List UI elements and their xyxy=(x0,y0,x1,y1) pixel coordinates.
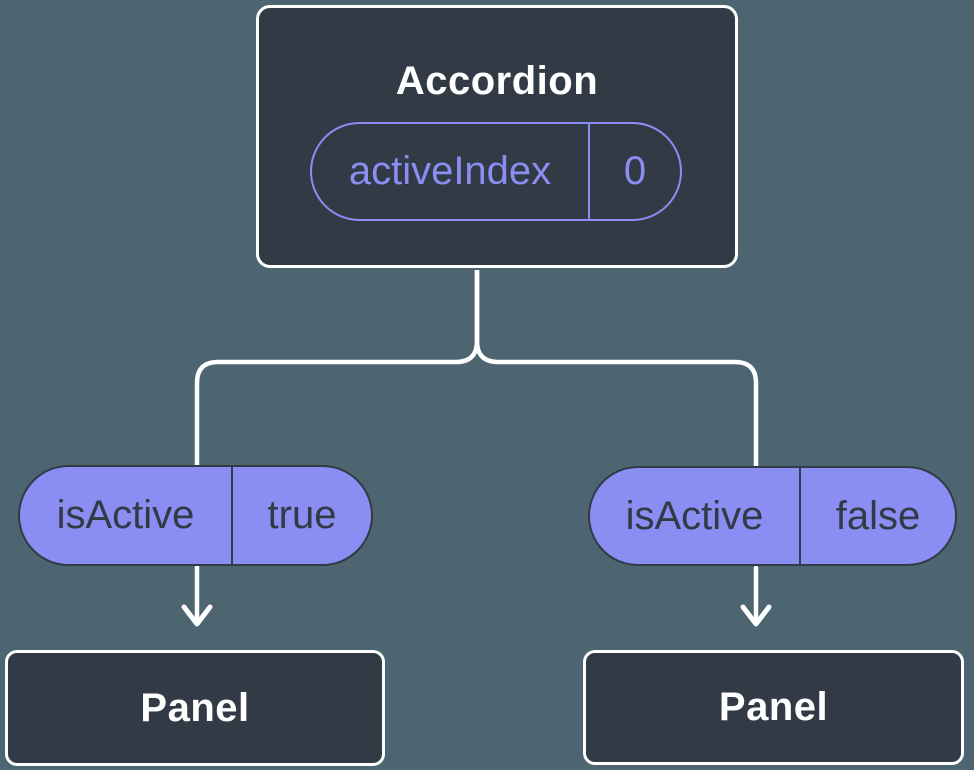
state-value-label: 0 xyxy=(588,124,680,219)
node-panel-left: Panel xyxy=(5,650,385,766)
prop-value-label: false xyxy=(799,468,955,564)
prop-name-label: isActive xyxy=(625,493,764,538)
branch-right-line xyxy=(474,270,759,468)
prop-pill-isactive-right: isActive false xyxy=(588,466,957,566)
prop-name-label: isActive xyxy=(56,493,195,537)
node-accordion: Accordion activeIndex 0 xyxy=(256,5,738,268)
arrowhead-left-icon xyxy=(181,604,213,627)
prop-pill-isactive-left: isActive true xyxy=(18,465,373,566)
node-panel-right: Panel xyxy=(583,650,964,765)
state-pill-activeindex: activeIndex 0 xyxy=(310,122,682,221)
node-title-accordion: Accordion xyxy=(395,59,599,103)
node-title-panel-left: Panel xyxy=(140,685,250,730)
branch-left-line xyxy=(194,270,480,466)
state-name-label: activeIndex xyxy=(348,149,552,193)
prop-value-label: true xyxy=(231,467,371,564)
node-title-panel-right: Panel xyxy=(718,685,829,729)
arrowhead-right-icon xyxy=(740,604,772,627)
